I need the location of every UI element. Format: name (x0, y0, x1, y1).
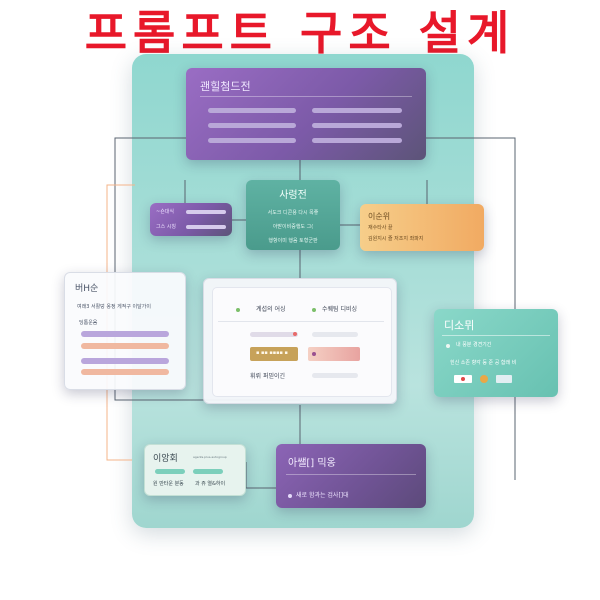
top-bar (312, 108, 402, 113)
top-card-heading: 괜힐첨드전 (200, 80, 251, 93)
orange-card-line: 재수타사 끝 (368, 225, 393, 231)
center-card-heading: 사령전 (279, 190, 307, 201)
center-card-line: 아받이비증행도 그( (272, 224, 314, 230)
left-small-bar (186, 210, 226, 214)
main-panel-footer: 휘뤼 퍼믿이긴 (250, 373, 286, 380)
left-panel-heading: 버H순 (75, 284, 99, 294)
main-panel: 계섭의 어싱 수퀘팀 디비싱 ▪ ▪▪ ▪▪▪▪ ▪ 휘뤼 퍼믿이긴 (203, 278, 397, 404)
main-panel-header-left: 계섭의 어싱 (256, 306, 286, 313)
orange-card-line: 김원지시 즐 저조지 좌파지 (368, 236, 424, 242)
left-panel-bar (81, 358, 169, 364)
top-bar (312, 138, 402, 143)
right-panel-heading: 디소뮈 (444, 319, 475, 332)
left-small-line: ~숀대식 (156, 209, 174, 215)
right-panel-chip[interactable] (454, 375, 472, 383)
right-panel-chip[interactable] (496, 375, 512, 383)
left-small-card: ~숀대식 그스 시칭 (150, 203, 232, 236)
orange-card: 이순위 재수타사 끝 김원지시 즐 저조지 좌파지 (360, 204, 484, 251)
bottom-purple-bullet: 새로 함과는 검사[]대 (296, 492, 349, 499)
status-dot (312, 352, 316, 356)
top-card: 괜힐첨드전 (186, 68, 426, 160)
orange-card-heading: 이순위 (368, 212, 391, 221)
page-title: 프롬프트 구조 설계 (84, 6, 516, 60)
bottom-left-heading: 이앙회 (153, 454, 178, 464)
main-panel-button-label: ▪ ▪▪ ▪▪▪▪ ▪ (256, 350, 288, 356)
center-card: 사령전 서도크 디콘용 다시 목좋 아받이비증행도 그( 행항이미 행음 토형군… (246, 180, 340, 250)
status-dot (236, 308, 240, 312)
left-panel: 버H순 여래3 서활덩 옹정 게적구 이달가이 딩톰운윰 (64, 272, 186, 390)
main-panel-field-pink[interactable] (308, 347, 360, 361)
top-bar (208, 138, 296, 143)
bottom-left-card: 이앙회 agents.plus.autogroup 원 만타운 분동 과 쥬 열… (144, 444, 246, 496)
status-dot (293, 332, 297, 336)
left-panel-label: 딩톰운윰 (79, 320, 98, 326)
connector-bottom-left (245, 462, 278, 489)
top-bar (312, 123, 402, 128)
main-panel-button[interactable]: ▪ ▪▪ ▪▪▪▪ ▪ (250, 347, 298, 361)
status-dot (312, 308, 316, 312)
left-panel-subtitle: 여래3 서활덩 옹정 게적구 이달가이 (77, 304, 151, 310)
left-panel-bar (81, 343, 169, 349)
main-panel-inner (212, 287, 392, 397)
bottom-purple-heading: 아쌜[] 믹옹 (288, 458, 336, 469)
center-card-line: 서도크 디콘용 다시 목좋 (267, 210, 319, 216)
main-panel-header-right: 수퀘팀 디비싱 (322, 306, 358, 313)
bottom-purple-card: 아쌜[] 믹옹 새로 함과는 검사[]대 (276, 444, 426, 508)
right-panel-line: 힌신 소존 향각 등 준 공 함래 비 (450, 360, 517, 366)
bottom-left-line: 과 쥬 열&하이 (195, 481, 226, 487)
left-small-line: 그스 시칭 (156, 224, 176, 230)
bottom-left-caption: agents.plus.autogroup (193, 455, 227, 459)
main-panel-field (312, 373, 358, 378)
bullet-dot (288, 494, 292, 498)
main-panel-field (312, 332, 358, 337)
left-panel-bar (81, 369, 169, 375)
center-card-line: 행항이미 행음 토형군판 (268, 238, 318, 244)
bottom-left-bar (155, 469, 185, 474)
right-panel: 디소뮈 내 풍분 경견기긴 힌신 소존 향각 등 준 공 함래 비 (434, 309, 558, 397)
left-panel-bar (81, 331, 169, 337)
left-small-bar (186, 225, 226, 229)
bottom-left-line: 원 만타운 분동 (153, 481, 184, 487)
main-panel-field (250, 332, 298, 337)
top-bar (208, 108, 296, 113)
top-bar (208, 123, 296, 128)
right-panel-icon (480, 375, 488, 383)
right-panel-line: 내 풍분 경견기긴 (456, 342, 492, 348)
status-dot (446, 344, 450, 348)
bottom-left-bar (193, 469, 223, 474)
